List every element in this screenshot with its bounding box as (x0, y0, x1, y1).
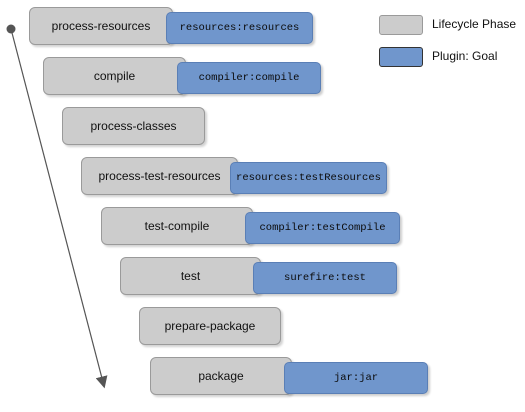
goal-surefire-test: surefire:test (253, 262, 397, 294)
goal-label: jar:jar (333, 372, 379, 384)
goal-label: surefire:test (284, 272, 366, 284)
goal-label: compiler:compile (198, 72, 300, 84)
goal-jar-jar: jar:jar (284, 362, 428, 394)
phase-label: process-classes (90, 119, 177, 133)
legend-phase-swatch (379, 15, 423, 35)
phase-package: package (150, 357, 292, 395)
phase-test-compile: test-compile (101, 207, 253, 245)
goal-compiler-compile: compiler:compile (177, 62, 321, 94)
phase-process-classes: process-classes (62, 107, 205, 145)
goal-label: resources:testResources (236, 172, 381, 184)
phase-label: package (198, 369, 244, 383)
legend-goal-swatch (379, 47, 423, 67)
legend-phase-label: Lifecycle Phase (432, 17, 517, 31)
phase-compile: compile (43, 57, 186, 95)
phase-process-resources: process-resources (29, 7, 173, 45)
phase-label: prepare-package (164, 319, 256, 333)
goal-label: compiler:testCompile (259, 222, 386, 234)
phase-label: process-test-resources (98, 169, 221, 183)
phase-test: test (120, 257, 261, 295)
legend-goal-label: Plugin: Goal (432, 49, 498, 63)
goal-resources-resources: resources:resources (166, 12, 313, 44)
phase-label: test (180, 269, 201, 283)
goal-label: resources:resources (179, 22, 300, 34)
phase-process-test-resources: process-test-resources (81, 157, 238, 195)
goal-resources-testresources: resources:testResources (230, 162, 387, 194)
arrow-line (10, 28, 108, 389)
phase-label: test-compile (144, 219, 210, 233)
phase-label: process-resources (51, 19, 151, 33)
goal-compiler-testcompile: compiler:testCompile (245, 212, 400, 244)
phase-prepare-package: prepare-package (139, 307, 281, 345)
phase-label: compile (93, 69, 136, 83)
